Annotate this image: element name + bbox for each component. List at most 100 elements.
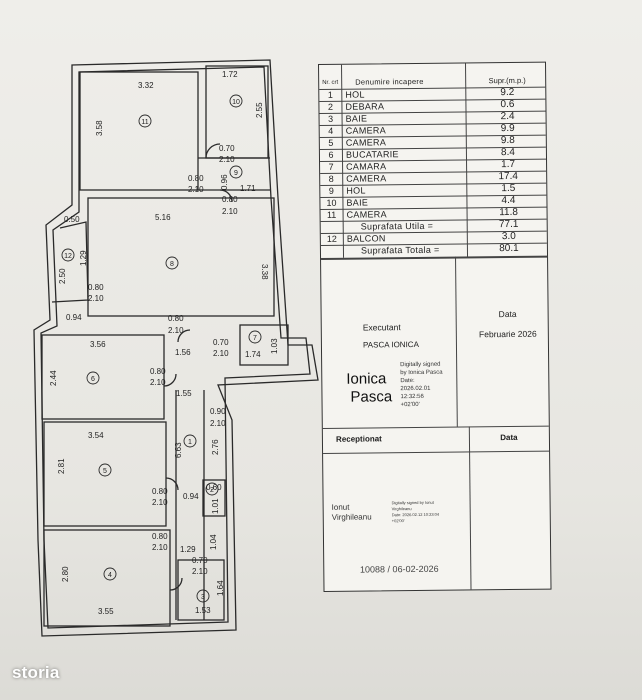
dim-label: 1.01 [211,498,220,514]
dim-label: 2.10 [219,155,235,164]
dim-label: 0.90 [210,407,226,416]
room-no-5: 5 [103,468,107,475]
room-no-1: 1 [188,439,192,446]
dim-label: 1.56 [175,348,191,357]
dim-label: 2.10 [192,567,208,576]
dim-label: 0.94 [183,492,199,501]
dim-label: 0.80 [152,487,168,496]
signature2-note: Date: 2026.02.12 10:23:04 [391,511,440,518]
header-nr: Nr. crt [322,79,339,86]
dim-label: 1.29 [180,545,196,554]
data-label: Data [498,308,517,320]
room-5-walls [43,421,167,527]
dim-label: 0.80 [150,367,166,376]
dim-label: 3.55 [98,607,114,616]
floor-plan: 11 10 9 8 12 7 6 1 5 2 4 3 3.32 1.72 3.5… [33,59,319,637]
dim-label: 2.10 [152,498,168,507]
dim-label: 1.29 [79,250,88,266]
room-no-10: 10 [232,99,240,106]
dim-label: 1.72 [222,70,238,79]
room-no-3: 3 [201,594,205,601]
dim-label: 3.32 [138,81,154,90]
dim-label: 6.63 [174,442,183,458]
dim-label: 2.10 [152,543,168,552]
dim-label: 0.80 [222,195,238,204]
registration-number: 10088 / 06-02-2026 [359,563,439,575]
dim-label: 2.81 [57,458,66,474]
signature-note: Date: [400,378,415,385]
balcony-walls [51,221,89,303]
dim-label: 1.64 [216,580,225,596]
dim-label: 2.80 [61,566,70,582]
dim-label: 0.60 [206,483,222,492]
dim-label: 1.03 [270,338,279,354]
storia-watermark: storia [12,663,60,682]
dim-label: 2.10 [88,294,104,303]
dim-label: 2.10 [168,326,184,335]
header-area: Supr.(m.p.) [488,75,526,86]
dim-label: 1.04 [209,534,218,550]
room-no-12: 12 [64,253,72,260]
room-8-walls [87,197,275,317]
dim-label: 1.74 [245,350,261,359]
dim-label: 0.80 [168,314,184,323]
signature-note: +02'00' [400,401,420,409]
room-no-2: 2 [210,487,214,494]
signature2-note: +02'00' [391,518,405,524]
dim-label: 2.10 [213,349,229,358]
room-no-4: 4 [108,572,112,579]
signature-note: 2026.02.01 [400,385,431,393]
signature2-name-2: Virghileanu [331,512,372,522]
dim-label: 2.55 [255,102,264,118]
room-no-8: 8 [170,261,174,268]
executant-name: PASCA IONICA [362,339,419,350]
dim-label: 5.16 [155,213,171,222]
signature2-name-1: Ionut [331,502,350,512]
dim-label: 2.76 [211,439,220,455]
dim-label: 3.54 [88,431,104,440]
dim-label: 0.80 [152,532,168,541]
dim-label: 2.10 [188,185,204,194]
dim-label: 0.96 [220,174,229,190]
signature-name-1: Ionica [346,370,387,388]
data2-label: Data [500,432,518,443]
dim-label: 0.80 [88,283,104,292]
signature2-note: Virghileanu [391,506,412,512]
signature-name-2: Pasca [350,388,393,406]
signature-note: 12:32:56 [400,393,424,401]
dim-label: 2.50 [58,268,67,284]
room-6-walls [41,334,165,420]
dim-label: 2.10 [210,419,226,428]
dim-label: 0.50 [64,215,80,224]
dim-label: 0.80 [188,174,204,183]
dim-label: 0.94 [66,313,82,322]
dim-label: 3.58 [95,120,104,136]
room-7-walls [239,324,289,366]
dim-label: 3.56 [90,340,106,349]
dim-label: 2.10 [150,378,166,387]
dim-label: 1.71 [240,184,256,193]
dim-label: 2.44 [49,370,58,386]
dim-label: 3.38 [260,264,269,280]
room-3-walls [177,559,225,621]
dim-label: 2.10 [222,207,238,216]
outer-wall [33,59,319,637]
dim-label: 1.55 [176,389,192,398]
signature-note: by Ionica Pasca [400,369,443,377]
dim-label: 1.53 [195,606,211,615]
dim-label: 0.70 [192,556,208,565]
room-no-11: 11 [141,119,148,126]
signature-note: Digitally signed [400,361,441,369]
floor-plan-drawing: 11 10 9 8 12 7 6 1 5 2 4 3 3.32 1.72 3.5… [33,59,319,637]
dim-label: 0.70 [213,338,229,347]
signature2-note: Digitally signed by Ionut [391,499,434,506]
room-no-6: 6 [91,376,95,383]
room-no-7: 7 [253,335,257,342]
dim-label: 0.70 [219,144,235,153]
receptionat-label: Receptionat [335,434,382,444]
room-11-walls [79,71,199,191]
room-no-9: 9 [234,170,238,177]
data-value: Februarie 2026 [478,328,537,340]
room-4-walls [43,529,171,627]
